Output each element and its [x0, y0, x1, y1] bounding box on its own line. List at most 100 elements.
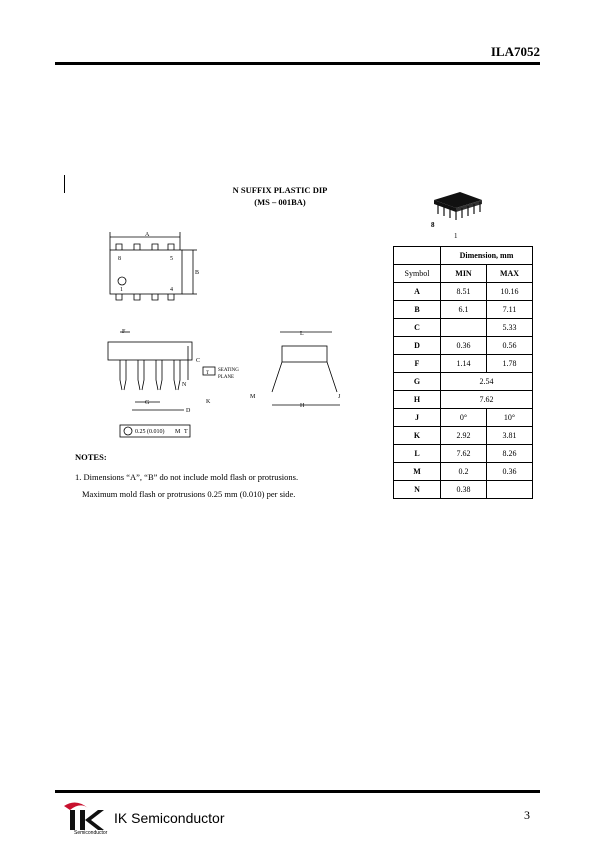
row-max: 1.78: [486, 354, 533, 373]
label-plane: PLANE: [218, 375, 234, 380]
package-outline-drawing: A 8 5 1 4 B F C N G K D SEATING PLANE T …: [107, 232, 341, 438]
position-symbol: [123, 426, 133, 436]
row-max: 0.36: [486, 462, 533, 481]
top-view-body: [109, 249, 183, 295]
pin1-marker: [117, 276, 127, 286]
tolerance-ref: T: [184, 429, 188, 435]
row-symbol: A: [393, 282, 441, 301]
label-pin1: 1: [120, 287, 123, 293]
label-d: D: [186, 408, 191, 414]
label-l: L: [300, 331, 304, 337]
row-symbol: M: [393, 462, 441, 481]
company-name: IK Semiconductor: [114, 810, 225, 826]
logo-subtitle: Semiconductor: [74, 830, 108, 836]
row-min: 8.51: [440, 282, 487, 301]
row-symbol: K: [393, 426, 441, 445]
label-pin5: 5: [170, 256, 173, 262]
row-symbol: F: [393, 354, 441, 373]
label-f: F: [122, 329, 126, 335]
note-line-1: 1. Dimensions “A”, “B” do not include mo…: [75, 472, 299, 482]
label-t: T: [206, 371, 209, 376]
label-h: H: [300, 403, 305, 409]
row-max: 8.26: [486, 444, 533, 463]
dip-package-icon: [434, 192, 482, 220]
col-max: MAX: [486, 264, 533, 283]
table-column-row: Symbol MIN MAX: [393, 264, 533, 283]
col-min: MIN: [440, 264, 487, 283]
pin1-label: 1: [454, 232, 458, 240]
label-a: A: [145, 232, 150, 238]
seating-plane-box: [202, 366, 216, 376]
row-min: 0°: [440, 408, 487, 427]
label-j: J: [338, 394, 341, 400]
row-symbol: G: [393, 372, 441, 391]
row-symbol: D: [393, 336, 441, 355]
label-seating: SEATING: [218, 368, 239, 373]
label-n: N: [182, 382, 187, 388]
label-c: C: [196, 358, 200, 364]
row-symbol: L: [393, 444, 441, 463]
tolerance-frame: [119, 424, 191, 438]
row-min: 7.62: [440, 444, 487, 463]
row-symbol: N: [393, 480, 441, 499]
label-g: G: [145, 400, 150, 406]
row-min: 6.1: [440, 300, 487, 319]
row-symbol: B: [393, 300, 441, 319]
notes-title: NOTES:: [75, 452, 107, 462]
row-symbol: J: [393, 408, 441, 427]
row-max: 7.11: [486, 300, 533, 319]
note-line-2: Maximum mold flash or protrusions 0.25 m…: [82, 489, 296, 499]
row-min: 2.92: [440, 426, 487, 445]
row-min: 1.14: [440, 354, 487, 373]
row-symbol: H: [393, 390, 441, 409]
row-span: 7.62: [440, 390, 533, 409]
row-symbol: C: [393, 318, 441, 337]
row-min: 0.38: [440, 480, 487, 499]
row-max: [486, 480, 533, 499]
label-b: B: [195, 270, 199, 276]
label-pin8: 8: [118, 256, 121, 262]
row-min: [440, 318, 487, 337]
ik-logo-icon: [64, 802, 104, 830]
package-subtitle: (MS – 001BA): [254, 197, 306, 207]
label-m: M: [250, 394, 256, 400]
side-pins: [119, 360, 181, 391]
top-pins: [115, 243, 175, 301]
pin8-label: 8: [431, 221, 435, 229]
label-pin4: 4: [170, 287, 173, 293]
dimension-header: Dimension, mm: [440, 246, 533, 265]
table-row: C 5.33: [393, 318, 533, 337]
row-max: 0.56: [486, 336, 533, 355]
row-max: 10.16: [486, 282, 533, 301]
row-min: 0.36: [440, 336, 487, 355]
end-view-body: [281, 345, 328, 363]
part-number: ILA7052: [490, 44, 540, 59]
table-header-row: Dimension, mm: [393, 246, 533, 265]
page-number: 3: [524, 808, 530, 822]
side-view-body: [107, 341, 193, 361]
row-min: 0.2: [440, 462, 487, 481]
margin-mark: [64, 175, 65, 193]
col-symbol: Symbol: [393, 264, 441, 283]
tolerance-value: 0.25 (0.010): [135, 428, 165, 435]
row-max: 10°: [486, 408, 533, 427]
row-max: 5.33: [486, 318, 533, 337]
header-rule: [55, 62, 540, 65]
label-k: K: [206, 399, 211, 405]
row-span: 2.54: [440, 372, 533, 391]
row-max: 3.81: [486, 426, 533, 445]
footer-rule: [55, 790, 540, 793]
package-title: N SUFFIX PLASTIC DIP: [232, 185, 328, 195]
